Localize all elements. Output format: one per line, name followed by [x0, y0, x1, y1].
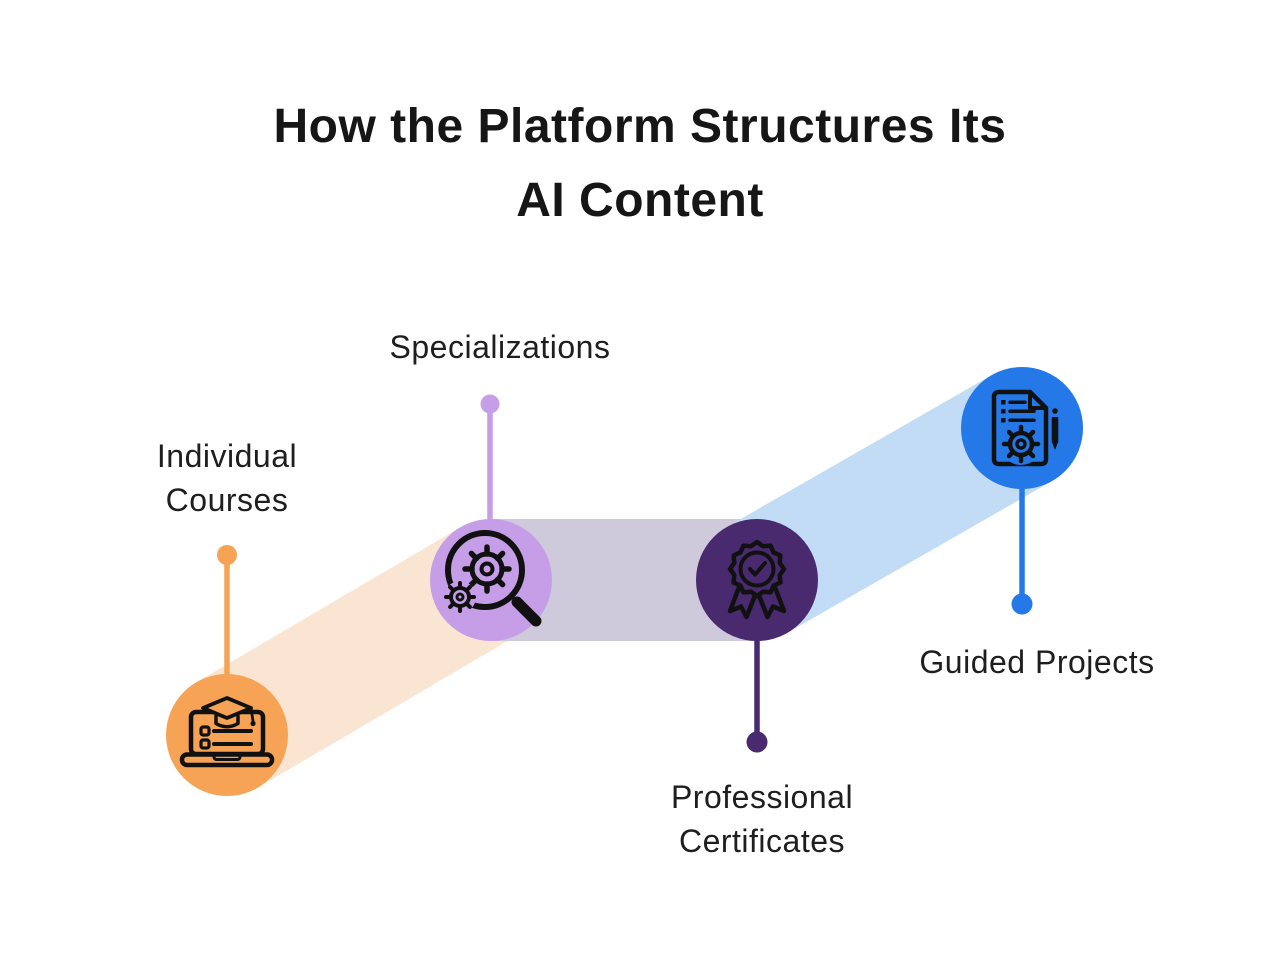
- page-title: How the Platform Structures Its AI Conte…: [0, 90, 1280, 238]
- stage-circle-individual-courses: [166, 674, 288, 796]
- document-gear-pen-icon: [991, 389, 1059, 467]
- label-line: Guided Projects: [919, 644, 1155, 680]
- label-professional-certificates: Professional Certificates: [671, 775, 853, 863]
- label-line: Professional: [670, 779, 854, 815]
- label-guided-projects: Guided Projects: [919, 640, 1154, 684]
- bands-layer: [196, 375, 1053, 788]
- stage-dot: [480, 394, 500, 414]
- award-ribbon-check-icon: [727, 539, 787, 620]
- page-title-line-1: How the Platform Structures Its: [273, 100, 1007, 153]
- page-title-line-2: AI Content: [516, 174, 764, 227]
- stage-dot: [1011, 593, 1033, 615]
- label-line: Individual: [156, 438, 298, 474]
- label-line: Courses: [165, 482, 289, 518]
- stage-dot: [746, 731, 768, 753]
- laptop-graduation-cap-icon: [179, 696, 275, 768]
- magnifier-gears-icon: [444, 530, 542, 627]
- stage-dot: [217, 545, 237, 565]
- label-line: Specializations: [389, 329, 611, 365]
- label-specializations: Specializations: [390, 325, 611, 369]
- label-individual-courses: Individual Courses: [157, 434, 297, 522]
- label-line: Certificates: [678, 823, 846, 859]
